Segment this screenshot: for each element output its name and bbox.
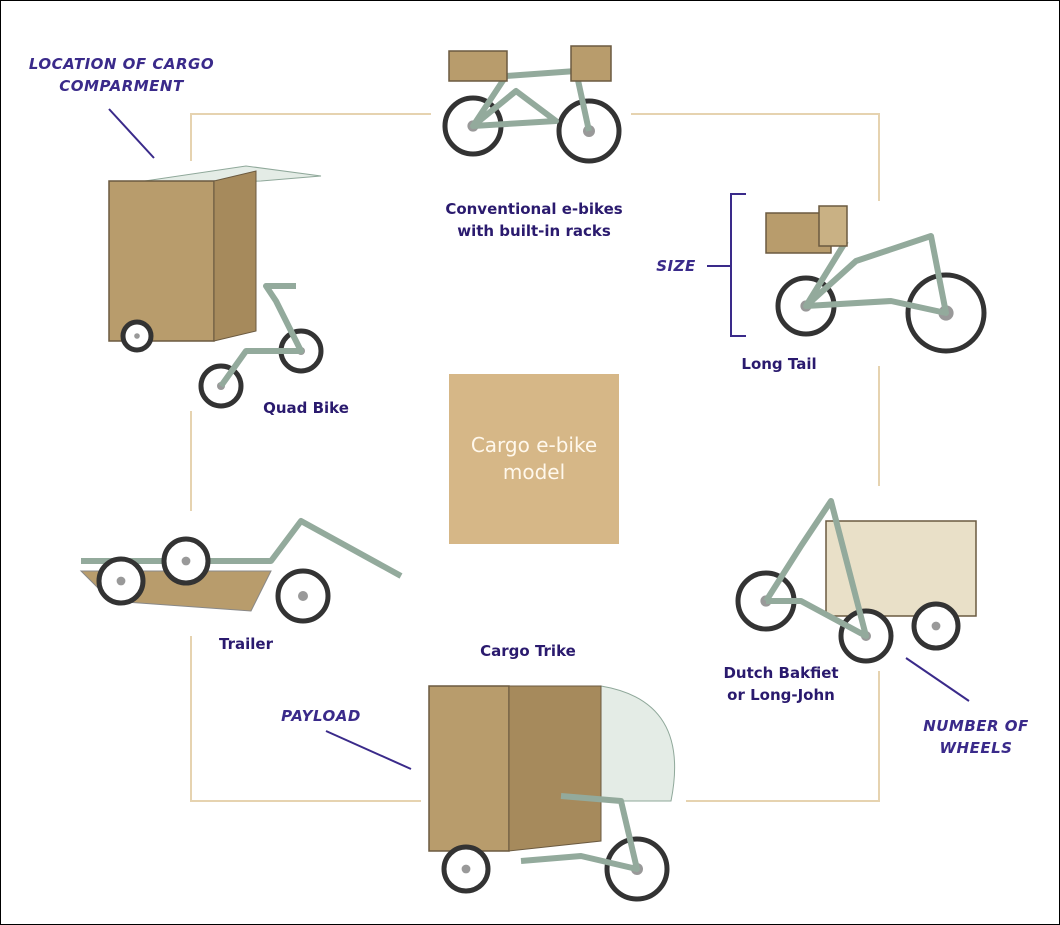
label-quad-bike: Quad Bike — [263, 399, 349, 417]
cargo-box-side — [213, 170, 257, 342]
bike-quad — [101, 161, 331, 411]
bike-frame — [763, 498, 869, 639]
cargo-box — [108, 180, 215, 342]
bike-frame — [520, 793, 640, 872]
hub-icon — [116, 576, 126, 586]
label-trailer: Trailer — [219, 635, 273, 653]
size-bracket — [707, 193, 746, 337]
cargo-box — [570, 45, 612, 82]
bike-frame — [218, 283, 304, 388]
wheels-pointer-line — [905, 657, 970, 702]
hub-icon — [461, 864, 471, 874]
annotation-size: SIZE — [656, 257, 696, 275]
annotation-payload: PAYLOAD — [281, 707, 361, 725]
center-node: Cargo e-bike model — [449, 374, 619, 544]
hub-icon — [298, 591, 308, 601]
canopy — [600, 685, 676, 802]
cargo-box-side — [508, 685, 602, 852]
cargo-box — [818, 205, 848, 247]
center-title: Cargo e-bike — [470, 433, 598, 457]
location-pointer-line — [108, 108, 155, 159]
bike-conventional — [431, 36, 631, 196]
cargo-box — [448, 50, 508, 82]
hub-icon — [931, 621, 941, 631]
hub-icon — [134, 333, 140, 339]
bike-long-tail — [761, 201, 991, 366]
cargo-box — [428, 685, 510, 852]
payload-pointer-line — [325, 730, 412, 770]
bike-trailer — [71, 511, 426, 636]
bike-dutch — [731, 486, 986, 671]
label-long-tail: Long Tail — [741, 355, 817, 373]
label-cargo-trike: Cargo Trike — [480, 642, 576, 660]
center-subtitle: model — [502, 460, 566, 484]
hub-icon — [181, 556, 191, 566]
bike-frame — [803, 233, 949, 316]
bike-trike — [421, 676, 686, 911]
